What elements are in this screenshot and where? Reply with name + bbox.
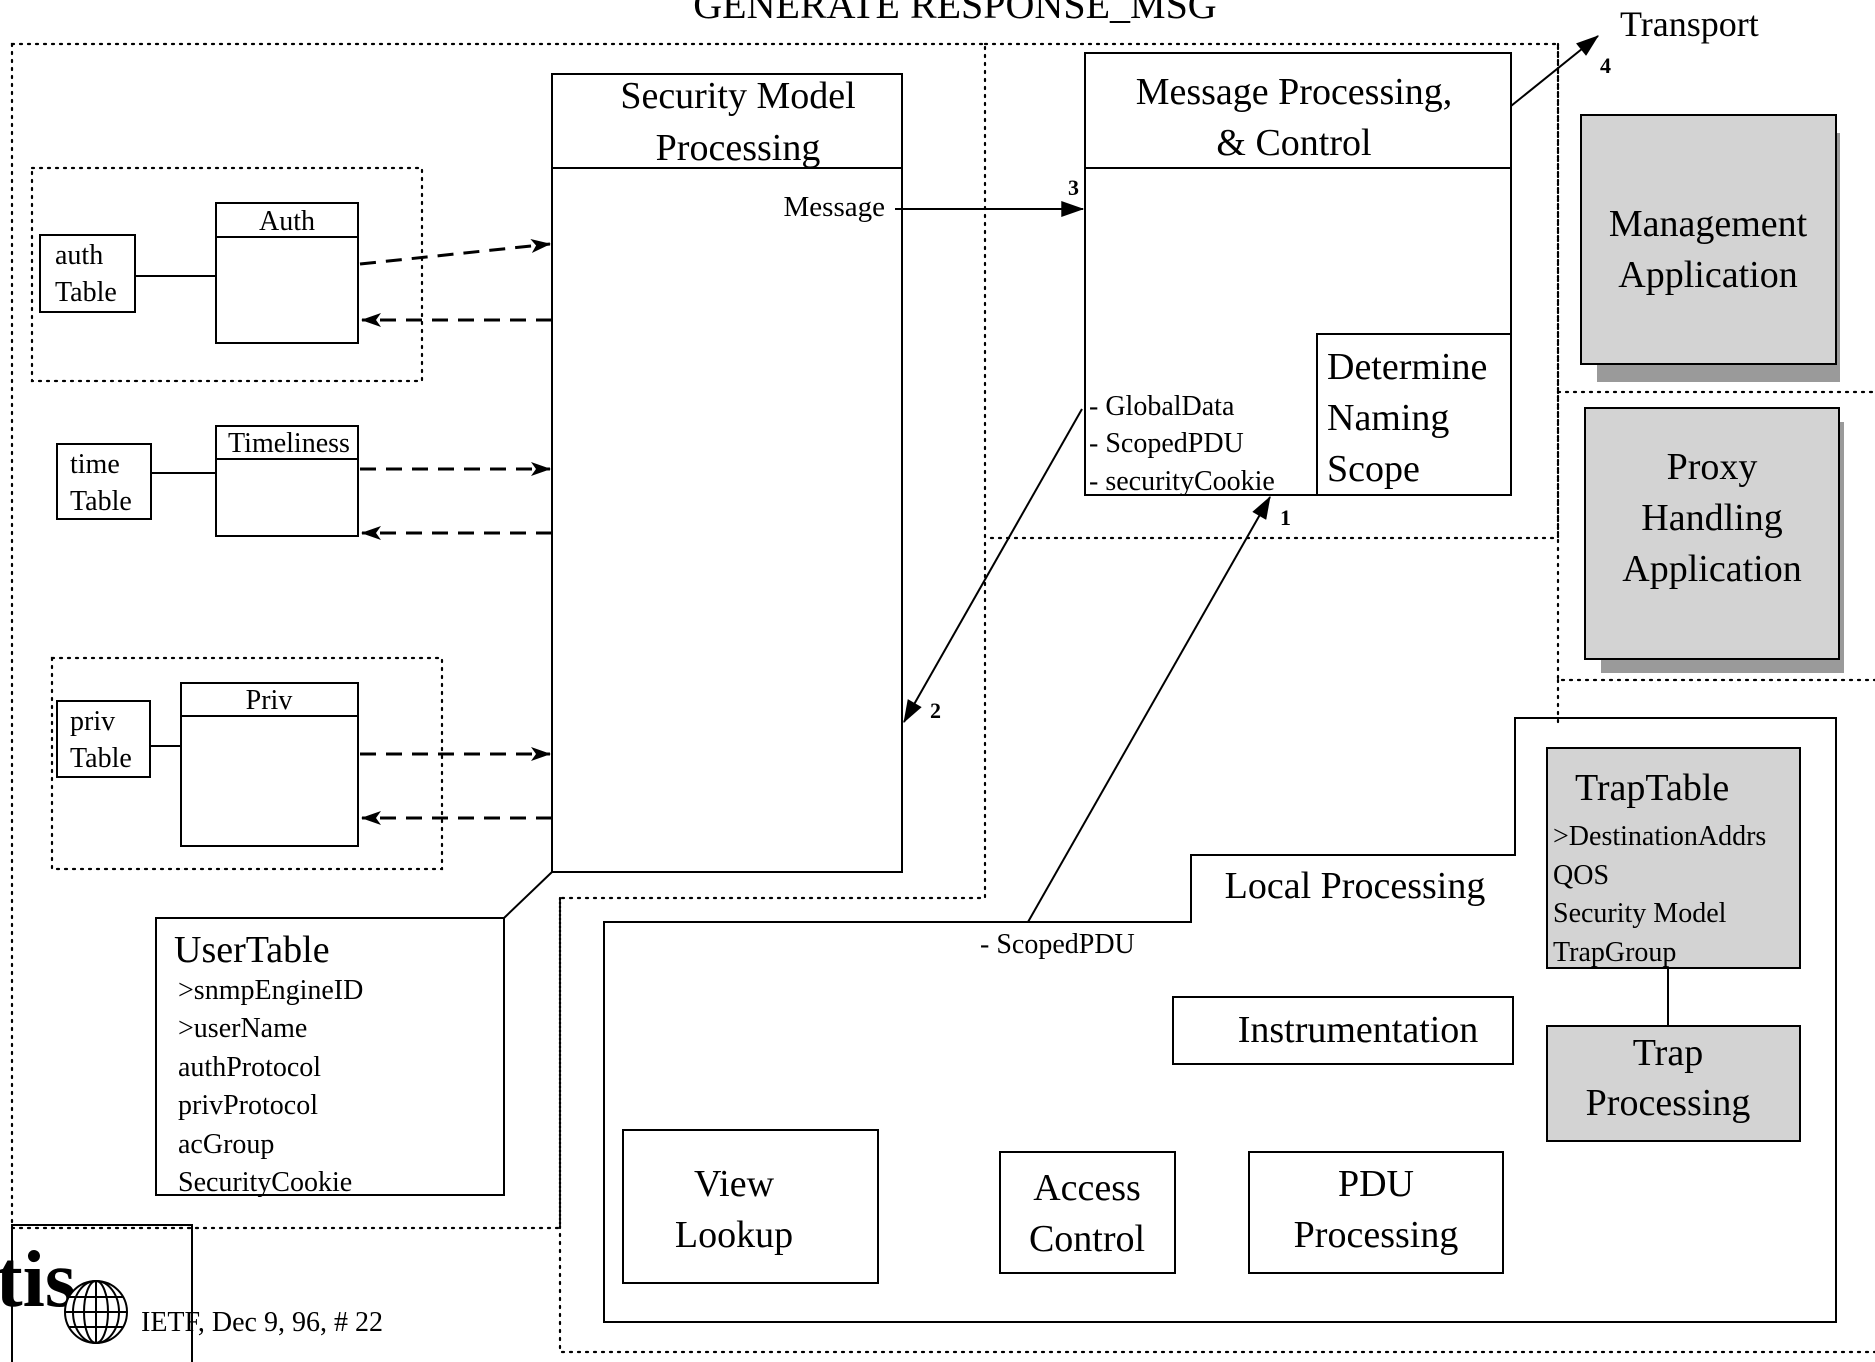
view-lookup-label-1: View	[694, 1163, 775, 1205]
mpc-param: - securityCookie	[1089, 466, 1275, 497]
step-number-3: 3	[1068, 175, 1079, 200]
mpc-region-boundary	[983, 42, 1560, 540]
trap-table-field: TrapGroup	[1553, 937, 1676, 968]
step-number-4: 4	[1600, 53, 1611, 78]
logo-text: tis	[0, 1236, 76, 1324]
pdu-processing-label-2: Processing	[1294, 1214, 1459, 1256]
priv-table-box	[56, 700, 151, 778]
timeliness-module-label: Timeliness	[228, 428, 350, 459]
user-table-field: privProtocol	[178, 1090, 318, 1121]
time-table-box	[56, 443, 152, 520]
trap-table-box	[1546, 747, 1801, 969]
user-table-field: acGroup	[178, 1129, 274, 1160]
view-lookup-box	[622, 1129, 879, 1284]
user-table-title: UserTable	[174, 929, 330, 971]
priv-module-label: Priv	[246, 685, 293, 716]
footer-text: IETF, Dec 9, 96, # 22	[141, 1307, 383, 1338]
user-table-field: >snmpEngineID	[178, 975, 363, 1006]
trap-processing-label-1: Trap	[1633, 1032, 1703, 1074]
proxy-app-box	[1584, 407, 1840, 660]
diagram-title: GENERATE RESPONSE_MSG	[693, 0, 1216, 27]
trap-table-title: TrapTable	[1575, 767, 1729, 809]
proxy-app-label-1: Proxy	[1667, 446, 1758, 488]
mpc-param: - GlobalData	[1089, 391, 1235, 422]
pdu-processing-box	[1248, 1151, 1504, 1274]
instrumentation-label: Instrumentation	[1238, 1009, 1479, 1051]
management-app-label-1: Management	[1609, 203, 1808, 245]
view-lookup-label-2: Lookup	[675, 1214, 793, 1256]
priv-module-box	[180, 682, 359, 847]
timeliness-module-box	[215, 425, 359, 537]
globe-icon	[64, 1280, 128, 1344]
priv-table-label-1: priv	[70, 706, 115, 737]
user-table-box	[155, 917, 505, 1196]
time-table-label-2: Table	[70, 486, 132, 517]
trap-processing-box	[1546, 1025, 1801, 1142]
instrumentation-box	[1172, 996, 1514, 1065]
transport-label: Transport	[1620, 4, 1759, 44]
step-number-2: 2	[930, 698, 941, 723]
management-app-box	[1580, 114, 1837, 365]
mpc-param: - ScopedPDU	[1089, 428, 1244, 459]
auth-module-box	[215, 202, 359, 344]
auth-request-arrow	[359, 239, 551, 266]
security-model-title-1: Security Model	[620, 75, 855, 117]
access-control-label-2: Control	[1029, 1218, 1145, 1260]
proxy-app-label-3: Application	[1622, 548, 1801, 590]
mpc-title-2: & Control	[1216, 122, 1371, 164]
access-control-box	[999, 1151, 1176, 1274]
naming-scope-label-2: Naming	[1327, 397, 1449, 439]
naming-scope-label-3: Scope	[1327, 448, 1420, 490]
trap-table-field: QOS	[1553, 860, 1609, 891]
security-model-title-2: Processing	[656, 127, 821, 169]
auth-table-label-1: auth	[55, 240, 103, 271]
management-app-label-2: Application	[1618, 254, 1797, 296]
local-processing-label: Local Processing	[1225, 865, 1486, 907]
user-table-field: SecurityCookie	[178, 1167, 352, 1198]
logo-frame	[11, 1224, 193, 1362]
local-processing-outline	[603, 717, 1837, 1323]
auth-module-label: Auth	[259, 206, 315, 237]
time-table-label-1: time	[70, 449, 120, 480]
params-to-security-arrow	[903, 408, 1083, 723]
naming-scope-label-1: Determine	[1327, 346, 1487, 388]
priv-table-label-2: Table	[70, 743, 132, 774]
user-table-field: authProtocol	[178, 1052, 321, 1083]
step-number-1: 1	[1280, 505, 1291, 530]
mpc-title-1: Message Processing,	[1136, 71, 1453, 113]
trap-table-field: Security Model	[1553, 898, 1727, 929]
app-region-boundary	[1556, 42, 1875, 682]
auth-table-label-2: Table	[55, 277, 117, 308]
proxy-app-label-2: Handling	[1641, 497, 1782, 539]
auth-group-boundary	[30, 166, 424, 383]
scoped-pdu-label: - ScopedPDU	[980, 929, 1135, 960]
user-table-field: >userName	[178, 1013, 307, 1044]
local-region-boundary	[558, 678, 1875, 1354]
pdu-processing-label-1: PDU	[1338, 1163, 1414, 1205]
transport-arrow	[1510, 35, 1599, 107]
trap-table-field: >DestinationAddrs	[1553, 821, 1766, 852]
scoped-pdu-arrow	[1027, 496, 1271, 923]
auth-table-box	[39, 234, 136, 313]
trap-processing-label-2: Processing	[1586, 1082, 1751, 1124]
security-model-box	[551, 73, 903, 873]
access-control-label-1: Access	[1033, 1167, 1141, 1209]
naming-scope-box	[1316, 333, 1512, 496]
priv-group-boundary	[50, 656, 444, 871]
message-label: Message	[784, 191, 885, 223]
